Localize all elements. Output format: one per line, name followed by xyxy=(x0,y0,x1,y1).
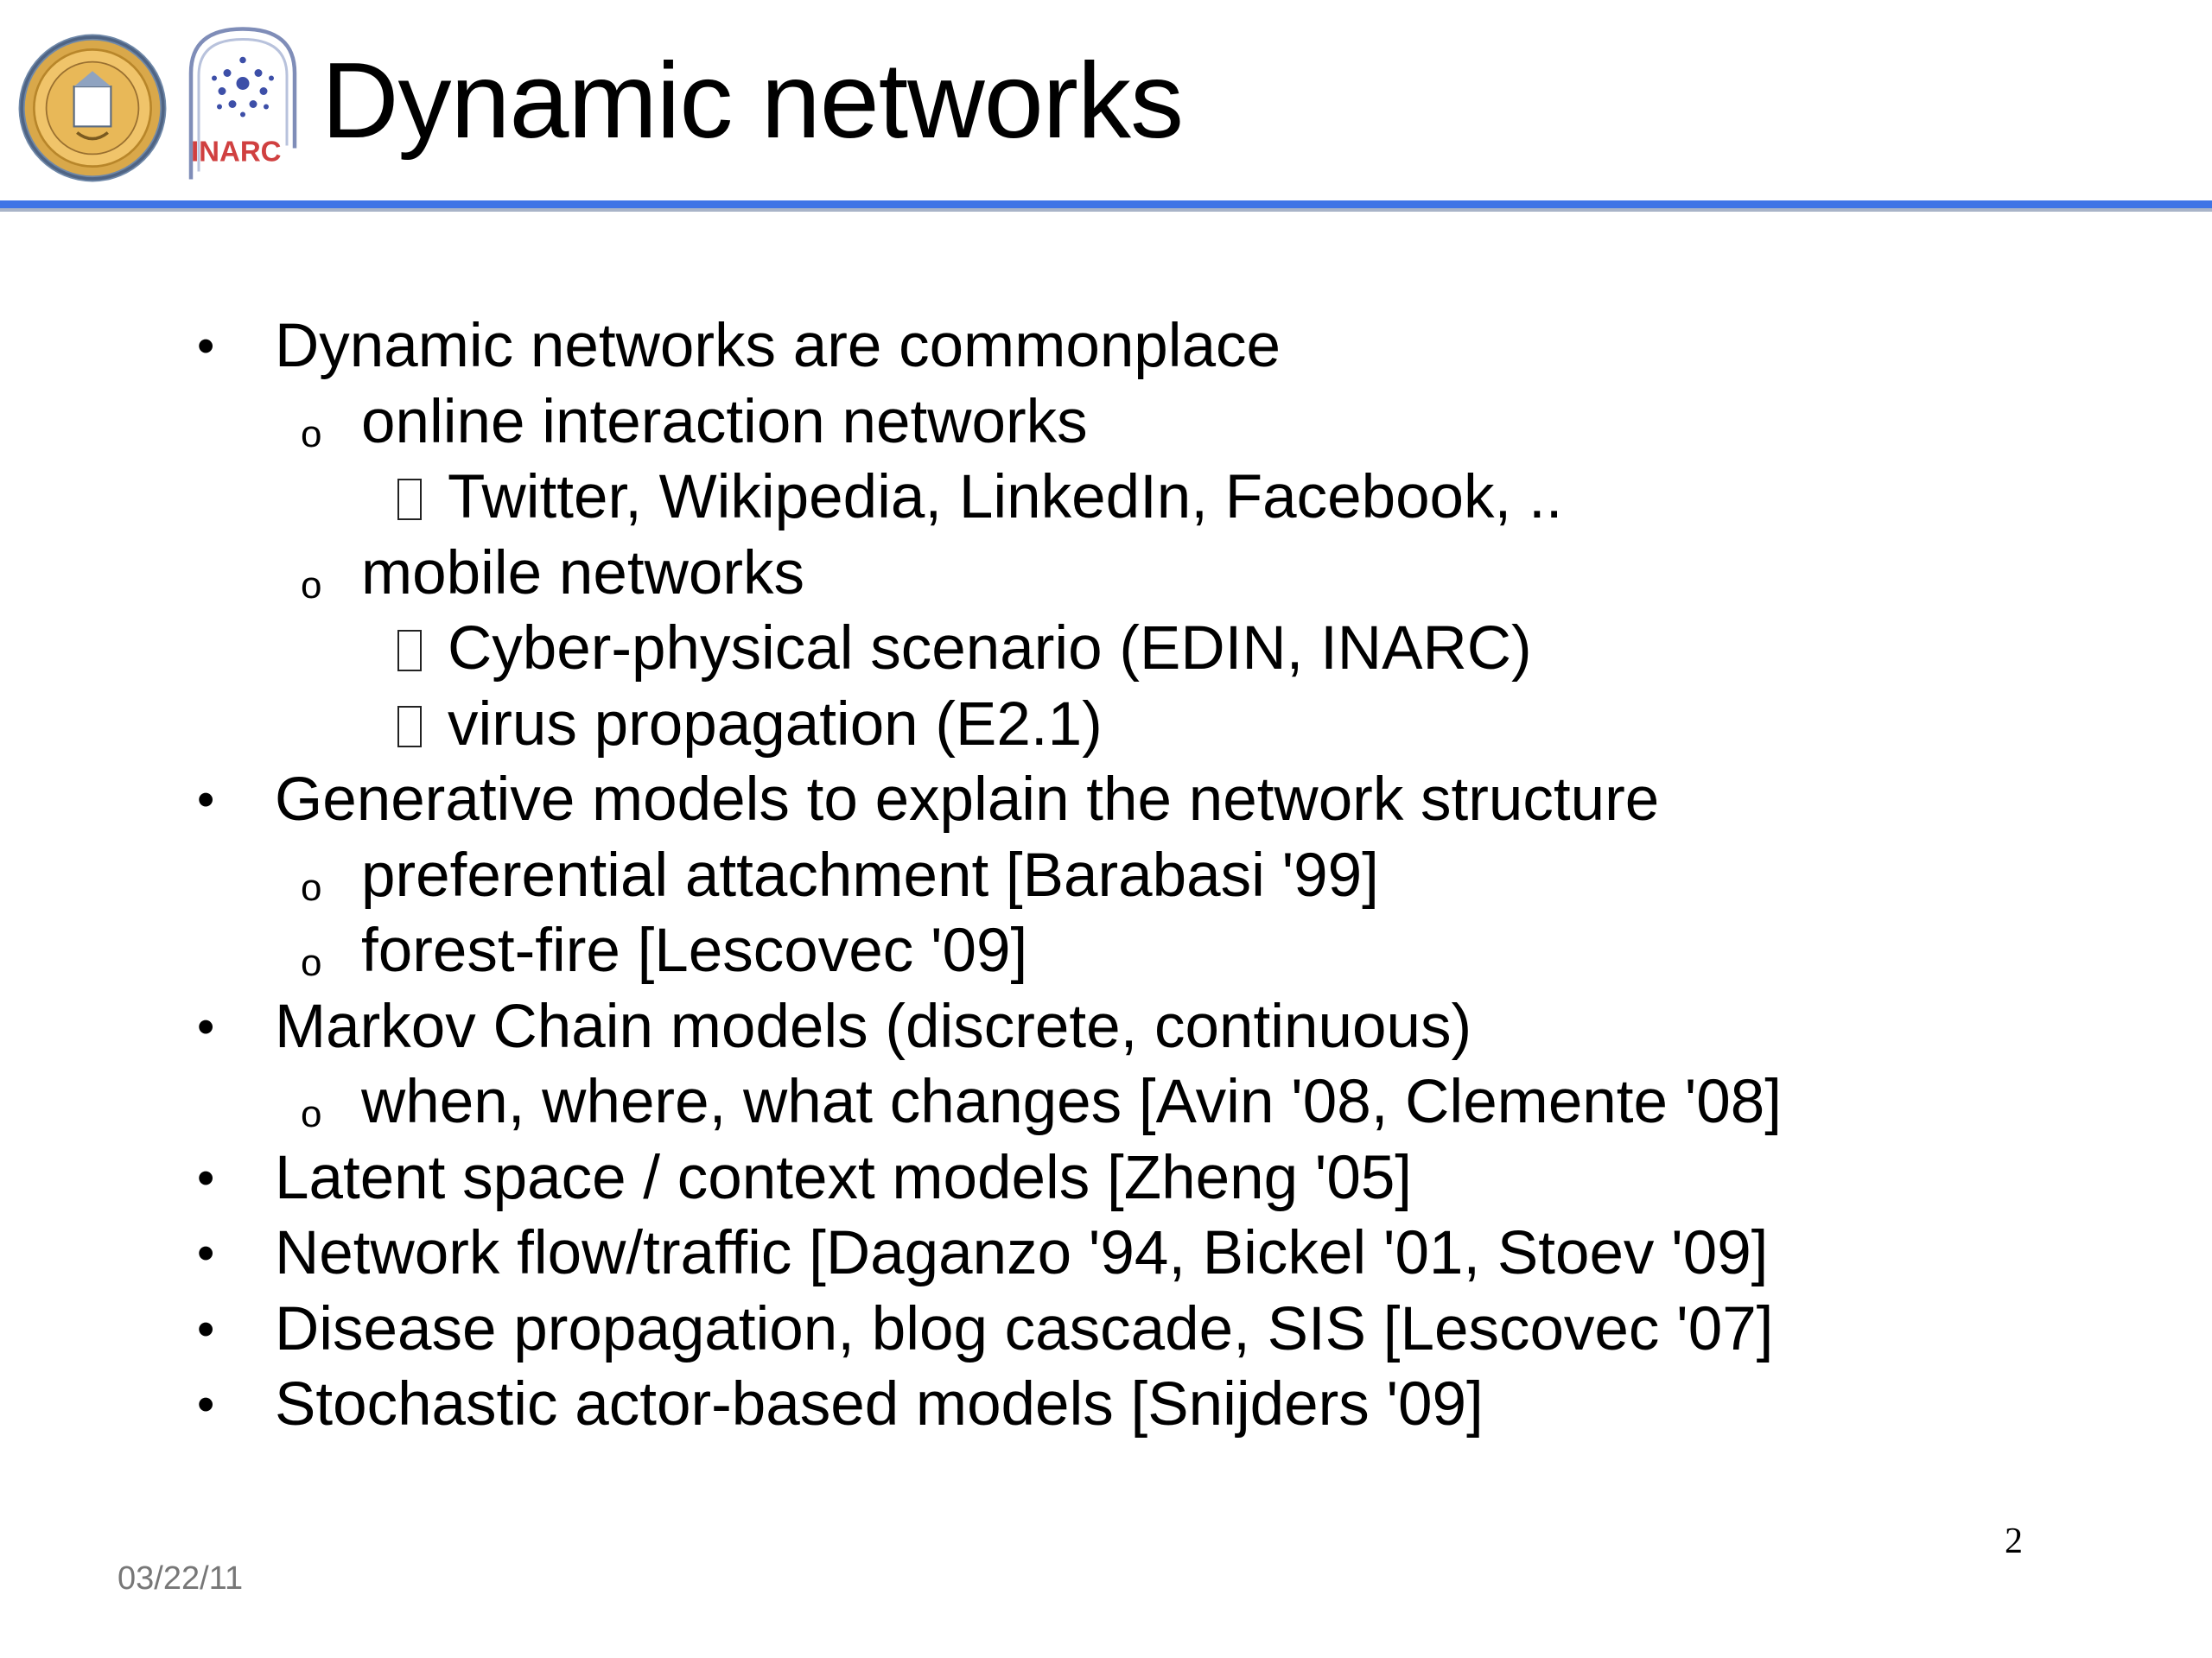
list-item: o preferential attachment [Barabasi '99] xyxy=(0,838,2212,914)
bullet-marker: • xyxy=(197,318,215,374)
slide-header: INARC Dynamic networks xyxy=(0,0,2212,216)
bullet-marker: • xyxy=(197,772,215,828)
list-item-text: Generative models to explain the network… xyxy=(275,765,1660,834)
slide-title: Dynamic networks xyxy=(321,41,1184,161)
bullet-marker: • xyxy=(197,1225,215,1281)
footer-date: 03/22/11 xyxy=(118,1560,244,1597)
bullet-marker: • xyxy=(197,1376,215,1432)
list-item: o online interaction networks xyxy=(0,384,2212,461)
list-item: • Dynamic networks are commonplace xyxy=(0,308,2212,384)
circle-marker: o xyxy=(301,1093,322,1135)
list-item: virus propagation (E2.1) xyxy=(0,687,2212,763)
title-divider xyxy=(0,200,2212,208)
circle-marker: o xyxy=(301,563,322,607)
list-item-text: Stochastic actor-based models [Snijders … xyxy=(275,1370,1484,1439)
list-item: • Stochastic actor-based models [Snijder… xyxy=(0,1367,2212,1443)
list-item: • Generative models to explain the netwo… xyxy=(0,762,2212,838)
box-marker-icon xyxy=(397,705,422,747)
list-item-text: Disease propagation, blog cascade, SIS [… xyxy=(275,1294,1774,1363)
bullet-list: • Dynamic networks are commonplace o onl… xyxy=(0,308,2212,1443)
list-item-text: Network flow/traffic [Daganzo '94, Bicke… xyxy=(275,1219,1769,1287)
list-item: • Latent space / context models [Zheng '… xyxy=(0,1140,2212,1217)
list-item-text: Markov Chain models (discrete, continuou… xyxy=(275,992,1472,1061)
list-item-text: Twitter, Wikipedia, LinkedIn, Facebook, … xyxy=(448,463,1563,531)
university-seal-icon xyxy=(18,34,167,182)
list-item-text: Cyber-physical scenario (EDIN, INARC) xyxy=(448,614,1532,683)
inarc-logo-text: INARC xyxy=(191,136,282,168)
list-item-text: online interaction networks xyxy=(361,387,1088,456)
list-item-text: mobile networks xyxy=(361,538,804,607)
list-item: • Network flow/traffic [Daganzo '94, Bic… xyxy=(0,1216,2212,1292)
list-item-text: when, where, what changes [Avin '08, Cle… xyxy=(361,1068,1782,1136)
circle-marker: o xyxy=(301,412,322,455)
list-item-text: Latent space / context models [Zheng '05… xyxy=(275,1143,1413,1212)
list-item-text: Dynamic networks are commonplace xyxy=(275,312,1281,380)
list-item: Twitter, Wikipedia, LinkedIn, Facebook, … xyxy=(0,460,2212,536)
box-marker-icon xyxy=(397,630,422,671)
list-item-text: virus propagation (E2.1) xyxy=(448,689,1103,759)
circle-marker: o xyxy=(301,942,322,984)
box-marker-icon xyxy=(397,479,422,520)
inarc-logo-icon: INARC xyxy=(188,27,297,180)
bullet-marker: • xyxy=(197,998,215,1055)
list-item-text: forest-fire [Lescovec '09] xyxy=(361,917,1028,985)
page-number: 2 xyxy=(2005,1521,2023,1561)
list-item: • Markov Chain models (discrete, continu… xyxy=(0,989,2212,1065)
bullet-marker: • xyxy=(197,1300,215,1357)
bullet-marker: • xyxy=(197,1149,215,1206)
title-divider-shadow xyxy=(0,208,2212,212)
list-item: Cyber-physical scenario (EDIN, INARC) xyxy=(0,611,2212,687)
list-item: • Disease propagation, blog cascade, SIS… xyxy=(0,1292,2212,1368)
list-item: o when, where, what changes [Avin '08, C… xyxy=(0,1064,2212,1140)
list-item: o mobile networks xyxy=(0,536,2212,612)
list-item-text: preferential attachment [Barabasi '99] xyxy=(361,841,1379,910)
circle-marker: o xyxy=(301,866,322,909)
list-item: o forest-fire [Lescovec '09] xyxy=(0,913,2212,989)
